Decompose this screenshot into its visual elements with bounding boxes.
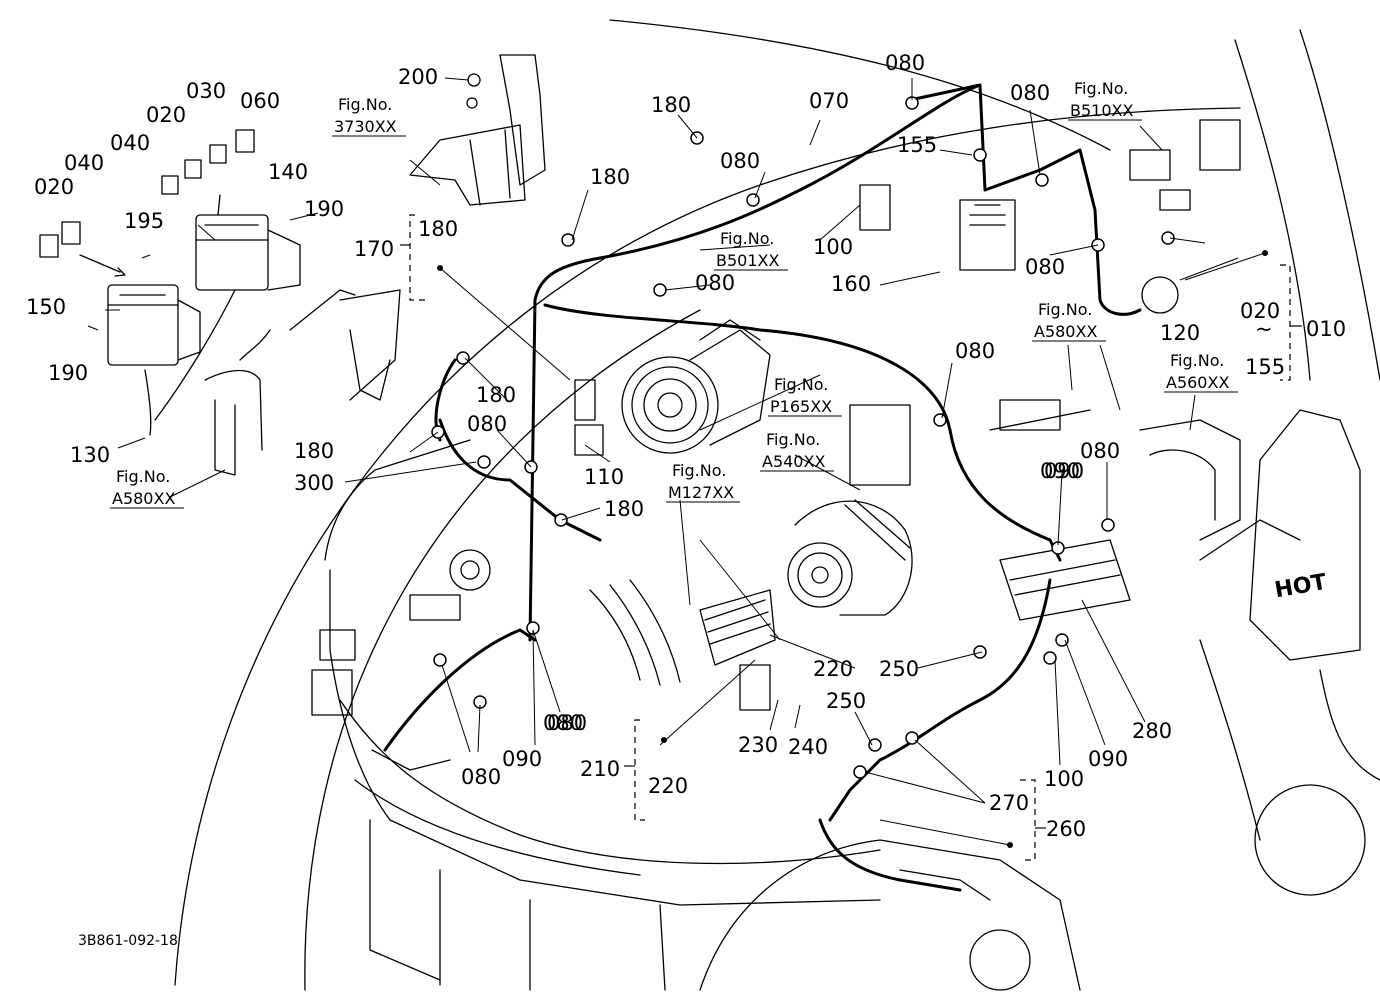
- part-number-label: 090: [1088, 747, 1128, 771]
- group-dots: [437, 250, 1268, 848]
- part-number-label: 160: [831, 272, 871, 296]
- part-number-label: 080: [467, 412, 507, 436]
- part-number-label: 020: [34, 175, 74, 199]
- part-number-label: 080: [1010, 81, 1050, 105]
- part-number-label: 090: [1044, 459, 1084, 483]
- part-number-label: 230: [738, 733, 778, 757]
- part-number-label: 060: [240, 89, 280, 113]
- figure-ref-line2: B501XX: [716, 251, 779, 270]
- part-number-label: 130: [70, 443, 110, 467]
- part-number-label: 100: [813, 235, 853, 259]
- line-drawing: [39, 19, 1380, 991]
- part-number-label: 090: [1040, 459, 1080, 483]
- part-number-label: 040: [64, 151, 104, 175]
- figure-ref-line2: A580XX: [112, 489, 175, 508]
- part-number-label: 190: [304, 197, 344, 221]
- figure-ref-line1: Fig.No.: [1074, 79, 1128, 98]
- part-number-label: 170: [354, 237, 394, 261]
- part-number-label: 080: [543, 711, 583, 735]
- part-number-label: 210: [580, 757, 620, 781]
- part-number-label: 120: [1160, 321, 1200, 345]
- part-number-label: 020: [1240, 299, 1280, 323]
- part-number-label: 150: [26, 295, 66, 319]
- part-number-label: 180: [418, 217, 458, 241]
- hot-warning-label: HOT: [1273, 570, 1329, 604]
- part-number-label: 100: [1044, 767, 1084, 791]
- part-number-label: 180: [476, 383, 516, 407]
- part-number-label: 195: [124, 209, 164, 233]
- figure-ref-line1: Fig.No.: [1170, 351, 1224, 370]
- part-number-label: 180: [294, 439, 334, 463]
- part-number-label: 280: [1132, 719, 1172, 743]
- part-number-label: 010: [1306, 317, 1346, 341]
- part-number-label: 180: [590, 165, 630, 189]
- part-number-label: 220: [813, 657, 853, 681]
- part-number-label: 080: [955, 339, 995, 363]
- part-number-label: 040: [110, 131, 150, 155]
- part-number-label: 080: [547, 711, 587, 735]
- figure-ref-line2: 3730XX: [334, 117, 397, 136]
- leader-lines: [87, 77, 1266, 846]
- figure-ref-line1: Fig.No.: [1038, 300, 1092, 319]
- part-number-label: 080: [1025, 255, 1065, 279]
- part-number-label: 030: [186, 79, 226, 103]
- clip-markers: [431, 96, 1175, 779]
- part-number-label: 260: [1046, 817, 1086, 841]
- figure-references: Fig.No. 3730XX Fig.No. A580XX Fig.No. B501XX F…: [110, 79, 1238, 509]
- figure-ref-line2: P165XX: [770, 397, 832, 416]
- part-number-label: 090: [502, 747, 542, 771]
- part-number-label: 180: [651, 93, 691, 117]
- part-number-label: 080: [885, 51, 925, 75]
- part-number-label: 070: [809, 89, 849, 113]
- figure-ref-line1: Fig.No.: [116, 467, 170, 486]
- part-number-label: 270: [989, 791, 1029, 815]
- figure-ref-line1: Fig.No.: [672, 461, 726, 480]
- figure-ref-line1: Fig.No.: [766, 430, 820, 449]
- part-number-label: 080: [1080, 439, 1120, 463]
- part-number-label: 300: [294, 471, 334, 495]
- drawing-code: 3B861-092-18: [78, 933, 178, 949]
- part-number-label: 180: [604, 497, 644, 521]
- part-number-label: 200: [398, 65, 438, 89]
- part-number-label: 140: [268, 160, 308, 184]
- part-number-label: 240: [788, 735, 828, 759]
- part-number-label: 080: [695, 271, 735, 295]
- part-number-label: ~: [1255, 317, 1273, 341]
- figure-ref-line2: B510XX: [1070, 101, 1133, 120]
- part-number-label: 190: [48, 361, 88, 385]
- figure-ref-line1: Fig.No.: [338, 95, 392, 114]
- part-number-label: 080: [720, 149, 760, 173]
- part-number-label: 250: [879, 657, 919, 681]
- figure-ref-line2: M127XX: [668, 483, 734, 502]
- figure-ref-line2: A560XX: [1166, 373, 1229, 392]
- figure-ref-line2: A540XX: [762, 452, 825, 471]
- wiring-harness: [383, 83, 1142, 892]
- part-number-label: 020: [146, 103, 186, 127]
- part-number-label: 080: [461, 765, 501, 789]
- part-number-label: 155: [1245, 355, 1285, 379]
- part-number-label: 250: [826, 689, 866, 713]
- figure-ref-line1: Fig.No.: [774, 375, 828, 394]
- figure-ref-line2: A580XX: [1034, 322, 1097, 341]
- bracket-ticks: [400, 244, 1302, 829]
- part-number-label: 110: [584, 465, 624, 489]
- figure-ref-line1: Fig.No.: [720, 229, 774, 248]
- group-brackets: [409, 214, 1291, 861]
- part-number-label: 155: [897, 133, 937, 157]
- part-number-label: 220: [648, 774, 688, 798]
